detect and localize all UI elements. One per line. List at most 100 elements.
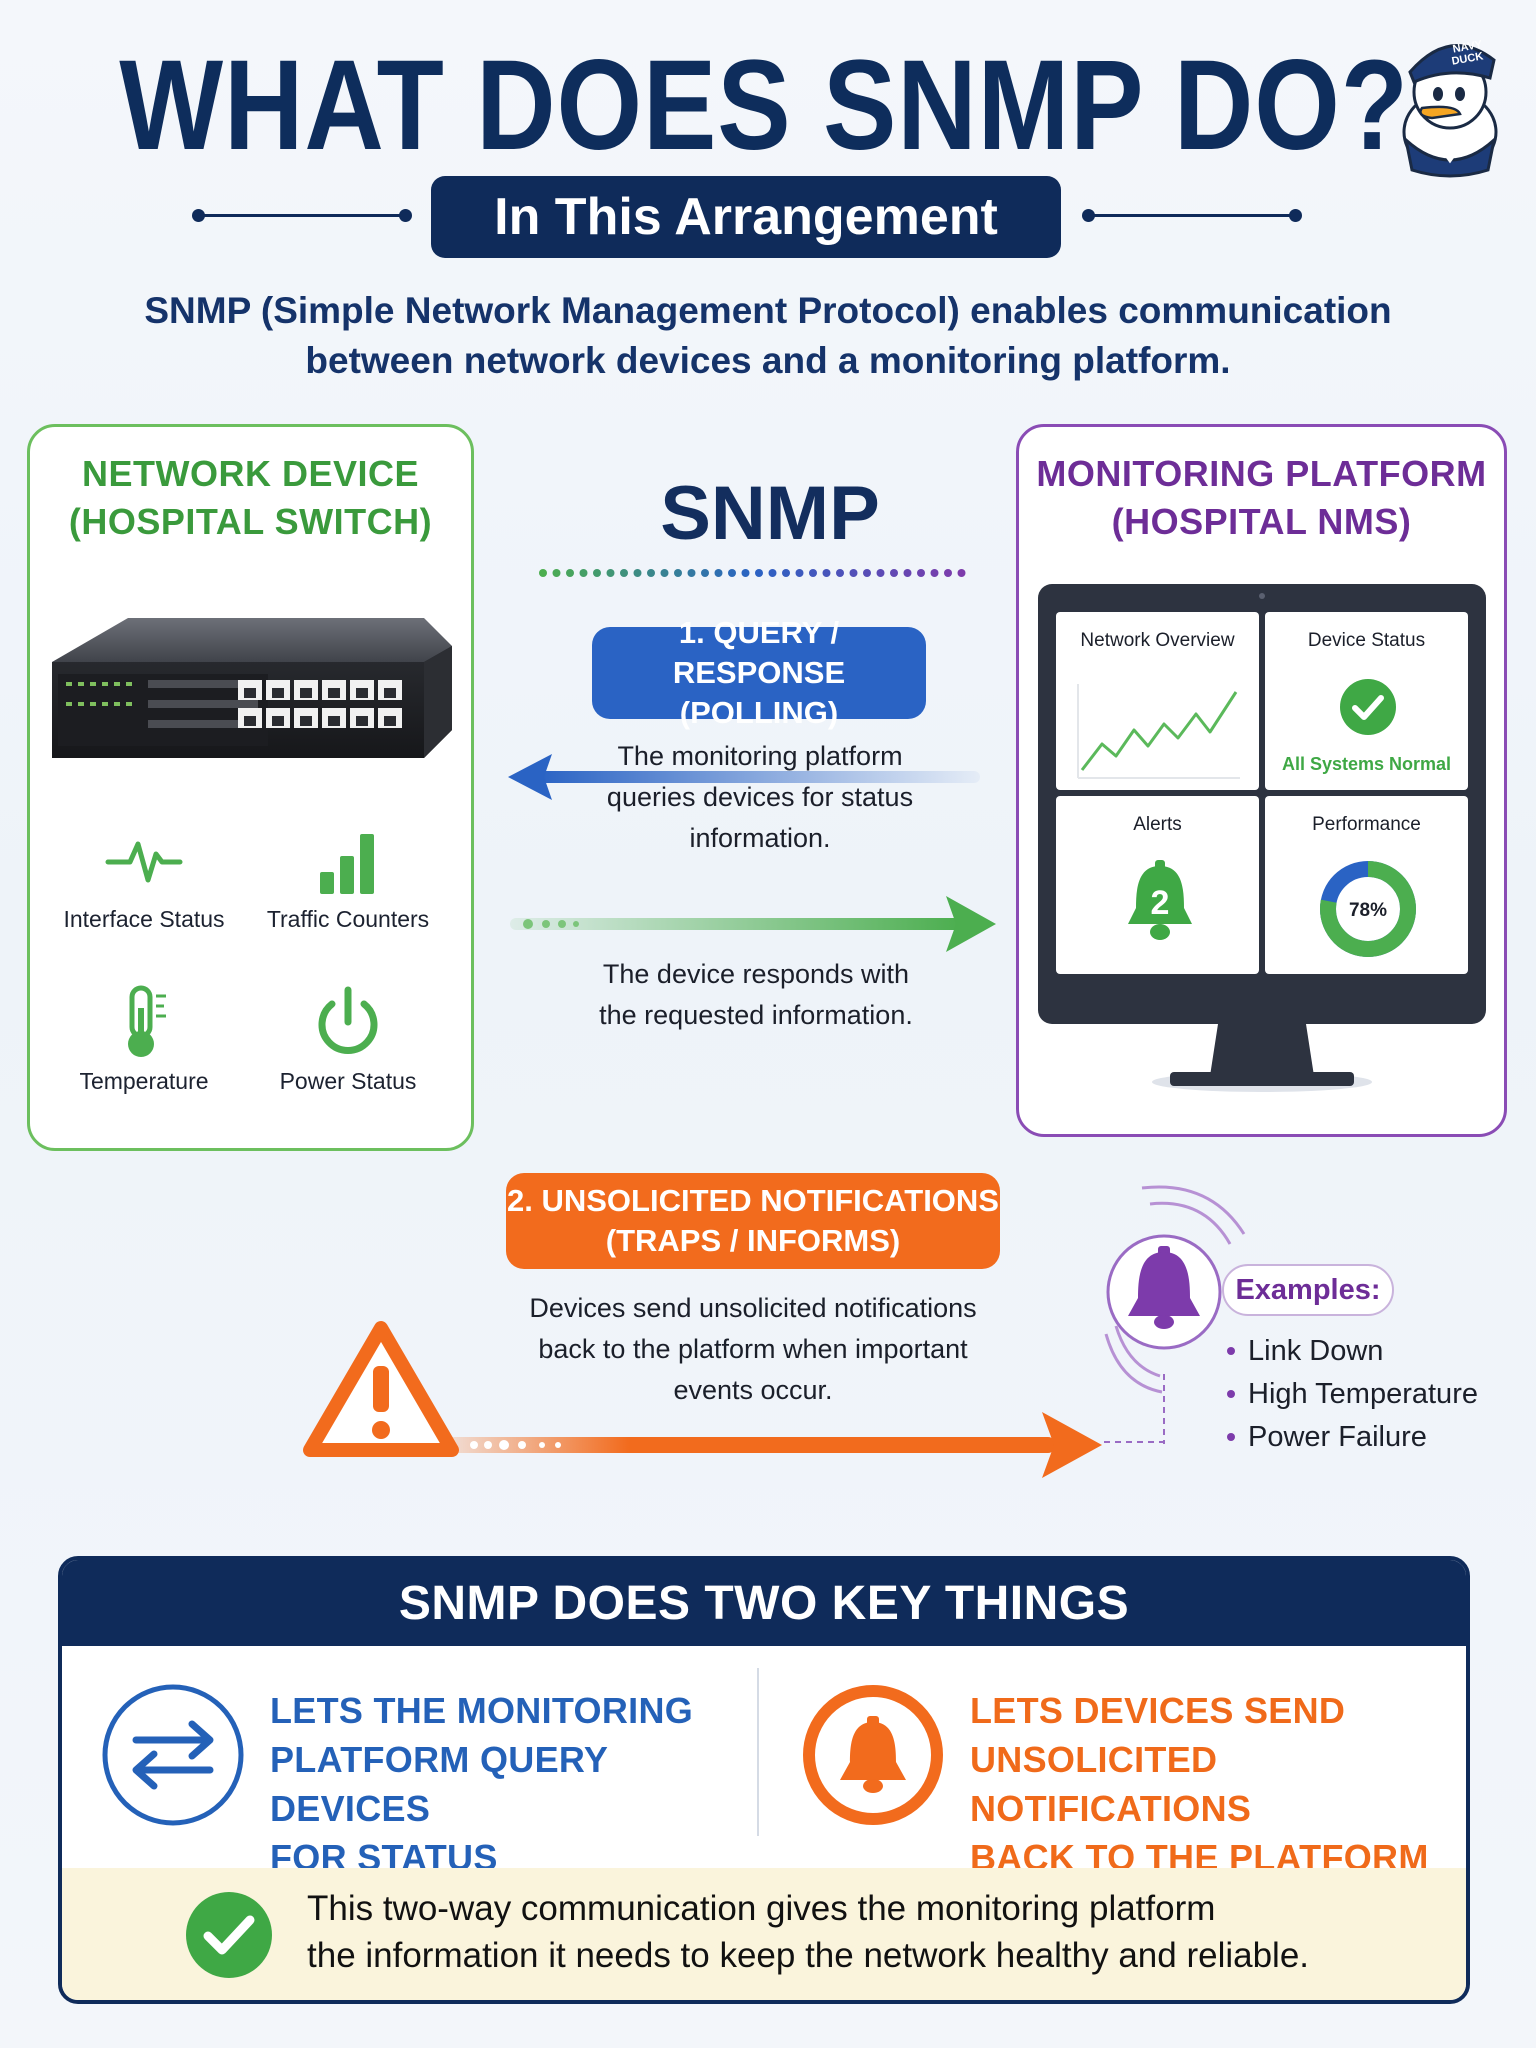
- subtitle-banner: In This Arrangement: [431, 176, 1061, 258]
- performance-value: 78%: [1349, 900, 1387, 921]
- monitoring-platform-title: MONITORING PLATFORM (HOSPITAL NMS): [1016, 450, 1507, 546]
- alerts-count: 2: [1151, 884, 1170, 922]
- summary-line1: This two-way communication gives the mon…: [307, 1889, 1216, 1928]
- tile-performance: Performance 78%: [1265, 796, 1468, 974]
- notifications-text-line1: Devices send unsolicited notifications: [529, 1293, 977, 1323]
- two-way-arrows-icon: [102, 1684, 244, 1826]
- divider-dot: [768, 569, 777, 577]
- monitoring-title-line2: (HOSPITAL NMS): [1111, 501, 1412, 542]
- all-systems-normal-text: All Systems Normal: [1281, 754, 1452, 774]
- key-right-line2: UNSOLICITED NOTIFICATIONS: [970, 1739, 1252, 1829]
- svg-text:DUCK: DUCK: [1451, 50, 1484, 67]
- divider-dot: [782, 569, 790, 577]
- dashboard-screen: Network Overview Device Status All Syste…: [1056, 612, 1468, 974]
- trap-arrow-right: [446, 1412, 1102, 1478]
- divider-dot: [647, 569, 655, 577]
- bar-chart-icon: [320, 834, 374, 894]
- examples-label: Examples:: [1222, 1264, 1394, 1316]
- example-item: Link Down: [1224, 1330, 1514, 1373]
- divider-dot: [944, 569, 952, 577]
- pulse-icon: [105, 841, 183, 883]
- divider-dot: [863, 569, 871, 577]
- divider-dot: [903, 569, 912, 577]
- divider-dot: [795, 569, 804, 577]
- response-description: The device responds with the requested i…: [556, 954, 956, 1036]
- divider-dot: [687, 569, 696, 577]
- divider-dot: [930, 569, 939, 577]
- banner-line-right: [1082, 209, 1302, 222]
- key-things-title: SNMP DOES TWO KEY THINGS: [62, 1560, 1466, 1646]
- step2-line2: (TRAPS / INFORMS): [605, 1223, 901, 1258]
- summary-text: This two-way communication gives the mon…: [307, 1885, 1407, 1979]
- response-text-line2: the requested information.: [599, 1000, 913, 1030]
- divider-dot: [714, 569, 723, 577]
- summary-line2: the information it needs to keep the net…: [307, 1936, 1310, 1975]
- notification-bell-with-waves: [1104, 1185, 1246, 1444]
- example-item: High Temperature: [1224, 1373, 1514, 1416]
- divider-dot: [566, 569, 574, 577]
- step1-query-response-badge: 1. QUERY / RESPONSE (POLLING): [592, 615, 926, 730]
- key-right-line1: LETS DEVICES SEND: [970, 1690, 1346, 1731]
- warning-triangle-icon: [303, 1321, 459, 1457]
- feature-label-interface-status: Interface Status: [63, 906, 225, 932]
- summary-band: [62, 1868, 1466, 2000]
- divider-dot: [606, 569, 615, 577]
- feature-label-power-status: Power Status: [279, 1068, 417, 1094]
- banner-line-left: [192, 209, 412, 222]
- divider-dot: [593, 569, 601, 577]
- divider-dot: [701, 569, 709, 577]
- key-left-line1: LETS THE MONITORING: [270, 1690, 694, 1731]
- divider-dot: [552, 569, 561, 577]
- intro-line-2: between network devices and a monitoring…: [305, 340, 1231, 381]
- divider-dot: [741, 569, 750, 577]
- svg-text:NAVY: NAVY: [1452, 38, 1484, 55]
- check-circle-icon: [186, 1892, 272, 1978]
- main-title: WHAT DOES SNMP DO?: [119, 34, 1409, 177]
- performance-gauge: 78%: [1320, 861, 1416, 957]
- step1-line1: 1. QUERY / RESPONSE: [672, 615, 846, 690]
- examples-list: Link Down High Temperature Power Failure: [1224, 1330, 1514, 1459]
- tile-title-network-overview: Network Overview: [1080, 630, 1235, 651]
- key-left-line2: PLATFORM QUERY DEVICES: [270, 1739, 608, 1829]
- navy-duck-mascot: NAVY DUCK: [1402, 38, 1498, 178]
- line-chart-icon: [1077, 684, 1240, 779]
- divider-dot: [876, 569, 885, 577]
- tile-title-alerts: Alerts: [1133, 814, 1182, 835]
- divider-dot: [849, 569, 858, 577]
- network-device-panel: [27, 424, 474, 1151]
- notifications-text-line2: back to the platform when important: [538, 1334, 968, 1364]
- divider-dot: [660, 569, 669, 577]
- feature-label-temperature: Temperature: [79, 1068, 209, 1094]
- step2-line1: 2. UNSOLICITED NOTIFICATIONS: [507, 1183, 999, 1218]
- dotted-divider: [539, 569, 966, 577]
- monitoring-title-line1: MONITORING PLATFORM: [1036, 453, 1487, 494]
- key-point-notifications: LETS DEVICES SEND UNSOLICITED NOTIFICATI…: [970, 1686, 1450, 1882]
- divider-dot: [579, 569, 588, 577]
- thermometer-icon: [128, 985, 166, 1057]
- divider-dot: [890, 569, 898, 577]
- query-arrow-left: [508, 754, 980, 800]
- key-divider: [757, 1668, 759, 1836]
- divider-dot: [539, 569, 547, 577]
- divider-dot: [633, 569, 642, 577]
- divider-dot: [957, 569, 966, 577]
- network-device-title-line1: NETWORK DEVICE: [81, 453, 419, 494]
- notifications-text-line3: events occur.: [673, 1375, 833, 1405]
- snmp-label: SNMP: [660, 471, 880, 556]
- tile-title-device-status: Device Status: [1307, 630, 1426, 651]
- divider-dot: [620, 569, 628, 577]
- notifications-description: Devices send unsolicited notifications b…: [500, 1288, 1006, 1411]
- step1-line2: (POLLING): [679, 695, 839, 730]
- tile-device-status: Device Status All Systems Normal: [1265, 612, 1468, 790]
- divider-dot: [755, 569, 763, 577]
- divider-dot: [836, 569, 844, 577]
- intro-text: SNMP (Simple Network Management Protocol…: [100, 286, 1436, 386]
- network-device-title-line2: (HOSPITAL SWITCH): [68, 501, 433, 542]
- query-text-line1: The monitoring platform: [617, 741, 903, 771]
- step2-notifications-badge: 2. UNSOLICITED NOTIFICATIONS (TRAPS / IN…: [506, 1173, 1000, 1269]
- tile-title-performance: Performance: [1312, 814, 1421, 835]
- bell-icon: [803, 1685, 943, 1825]
- network-switch-image: [52, 618, 452, 758]
- intro-line-1: SNMP (Simple Network Management Protocol…: [144, 290, 1392, 331]
- divider-dot: [728, 569, 736, 577]
